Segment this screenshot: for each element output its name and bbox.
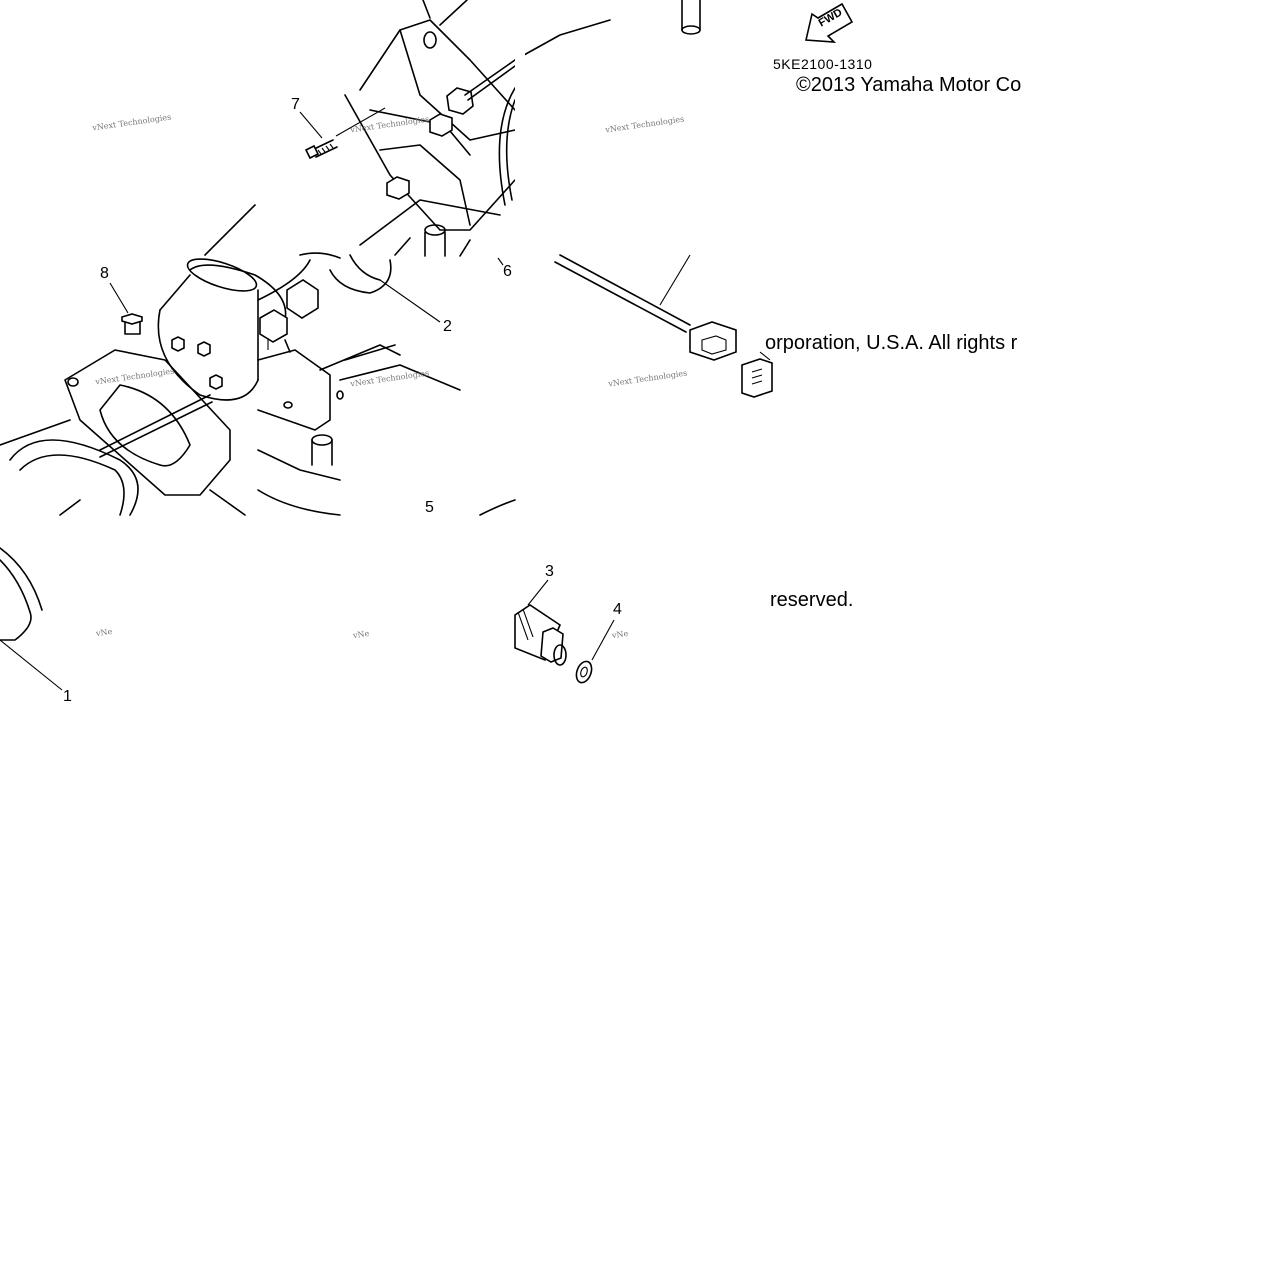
- callout-1: 1: [63, 688, 72, 705]
- tile-lower-middle: [514, 579, 615, 684]
- copyright-line-3: reserved.: [770, 589, 854, 611]
- tile-upper-right: [514, 0, 773, 398]
- tile-lower-left: [0, 547, 63, 691]
- callout-2: 2: [443, 318, 452, 335]
- callout-7: 7: [291, 96, 300, 113]
- fwd-arrow: [805, 2, 854, 43]
- callout-4: 4: [613, 601, 622, 618]
- callout-3: 3: [545, 563, 554, 580]
- drawing-code: 5KE2100-1310: [773, 56, 873, 72]
- callout-5: 5: [425, 499, 434, 516]
- copyright-line-1: ©2013 Yamaha Motor Co: [796, 74, 1022, 96]
- copyright-line-2: orporation, U.S.A. All rights r: [765, 332, 1018, 354]
- callout-6: 6: [503, 263, 512, 280]
- callout-8: 8: [100, 265, 109, 282]
- tile-gap: [515, 0, 525, 255]
- tile-upper-left: [0, 0, 516, 516]
